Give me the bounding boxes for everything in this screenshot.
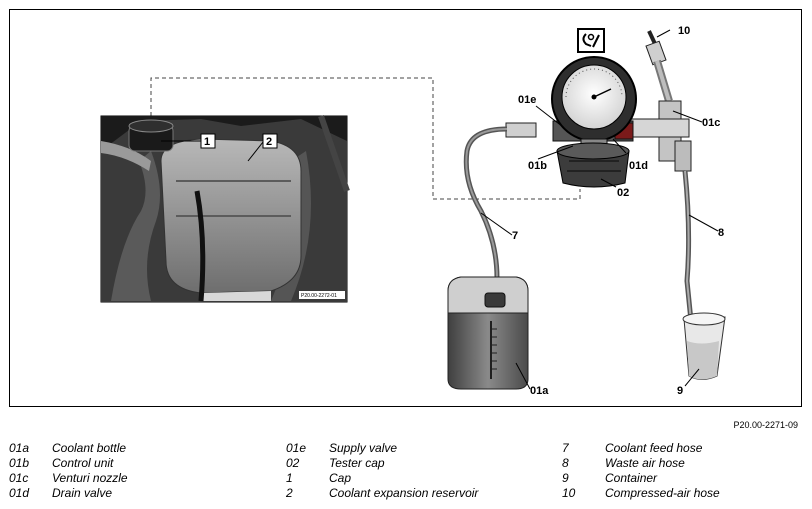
compressed-air-hose xyxy=(645,30,673,103)
legend-key: 01c xyxy=(9,471,29,485)
callout-01a: 01a xyxy=(530,385,549,397)
legend-label: Compressed-air hose xyxy=(605,486,720,500)
legend-key: 7 xyxy=(562,441,569,455)
callout-02: 02 xyxy=(617,187,629,199)
callout-01c: 01c xyxy=(702,117,720,129)
photo-code: P20.00-2272-01 xyxy=(301,293,337,299)
legend-label: Tester cap xyxy=(329,456,385,470)
legend-key: 02 xyxy=(286,456,300,470)
legend-label: Cap xyxy=(329,471,352,485)
callout-01d: 01d xyxy=(629,160,648,172)
coolant-feed-hose xyxy=(463,122,537,297)
legend-key: 1 xyxy=(286,471,293,485)
legend-label: Drain valve xyxy=(52,486,113,500)
legend-label: Coolant bottle xyxy=(52,441,127,455)
legend-key: 01a xyxy=(9,441,30,455)
callout-01e: 01e xyxy=(518,94,536,106)
legend-key: 8 xyxy=(562,456,569,470)
legend-label: Coolant expansion reservoir xyxy=(329,486,479,500)
callout-7: 7 xyxy=(512,230,518,242)
waste-container xyxy=(682,312,726,380)
callout-10: 10 xyxy=(678,25,690,37)
legend-key: 9 xyxy=(562,471,569,485)
tester-tool-icon xyxy=(577,28,605,53)
callout-8: 8 xyxy=(718,227,724,239)
leader-lines xyxy=(480,29,719,390)
legend-label: Coolant feed hose xyxy=(605,441,703,455)
legend-label: Control unit xyxy=(52,456,114,470)
diagram-frame: P20.00-2272-01 1 2 xyxy=(9,9,802,407)
legend-key: 10 xyxy=(562,486,576,500)
tester-unit xyxy=(551,56,637,188)
figure-code: P20.00-2271-09 xyxy=(733,420,798,430)
callout-2: 2 xyxy=(266,136,272,148)
legend-label: Venturi nozzle xyxy=(52,471,128,485)
legend-label: Container xyxy=(605,471,658,485)
callout-1: 1 xyxy=(204,136,210,148)
venturi-nozzle xyxy=(628,100,692,172)
dashed-connector xyxy=(150,77,581,200)
coolant-tester-diagram: P20.00-2272-01 1 2 xyxy=(100,25,726,397)
legend-label: Waste air hose xyxy=(605,456,685,470)
legend-key: 01d xyxy=(9,486,30,500)
engine-bay-photo: P20.00-2272-01 1 2 xyxy=(100,115,350,303)
legend-key: 01e xyxy=(286,441,307,455)
coolant-bottle xyxy=(447,276,529,390)
callout-9: 9 xyxy=(677,385,683,397)
callout-01b: 01b xyxy=(528,160,547,172)
legend-key: 2 xyxy=(286,486,293,500)
legend-key: 01b xyxy=(9,456,30,470)
legend-label: Supply valve xyxy=(329,441,398,455)
